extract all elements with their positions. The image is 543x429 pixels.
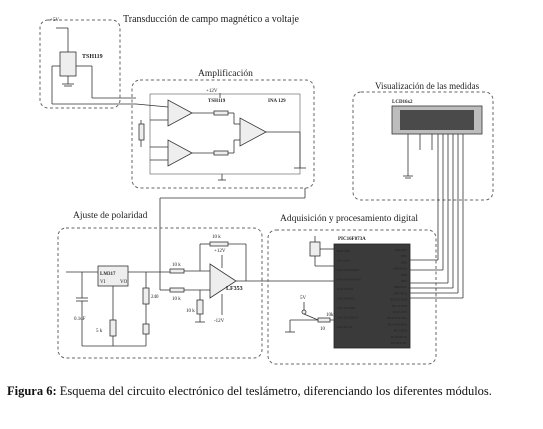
lcd-display: LCD16x2 bbox=[391, 100, 483, 298]
ground-resistor-label: 10 k bbox=[186, 309, 195, 314]
polarity-module-title: Ajuste de polaridad bbox=[73, 211, 148, 221]
hall-sensor-label: TSH119 bbox=[82, 54, 103, 60]
mcu-right-pin-11: RC3/SCK/SCL bbox=[387, 316, 407, 320]
mcu-left-pin-0: RA0/AN0 bbox=[337, 249, 351, 253]
mcu-right-pin-15: RC7/RX/DT bbox=[391, 341, 407, 345]
mcu-left-pin-1: RA1/AN1 bbox=[337, 259, 351, 263]
potentiometer-5k-label: 5 k bbox=[96, 329, 103, 334]
gain-resistor bbox=[138, 123, 145, 141]
resistor-240 bbox=[142, 287, 150, 305]
regulator-label: LM317 bbox=[100, 272, 116, 277]
mcu-right-pin-10: RC2/CCP1 bbox=[393, 310, 408, 314]
mcu-right-pin-1: RB1 bbox=[401, 254, 407, 258]
resistor-input-top bbox=[169, 268, 185, 274]
feedback-resistor-label: 10 k bbox=[212, 235, 221, 240]
lcd-label: LCD16x2 bbox=[392, 100, 413, 105]
display-module-box bbox=[352, 91, 494, 201]
figure-caption: Figura 6: Esquema del circuito electróni… bbox=[7, 384, 537, 399]
regulator-pin-in: VI bbox=[100, 280, 106, 285]
mcu-right-pin-5: RB5 bbox=[401, 279, 407, 283]
mcu-right-pin-6: RB6/PGC bbox=[394, 285, 407, 289]
acquisition-module-title: Adquisición y procesamiento digital bbox=[280, 214, 418, 224]
amplification-module-box bbox=[131, 79, 315, 189]
potentiometer-5k bbox=[109, 319, 117, 337]
lcd-data-bus bbox=[410, 259, 463, 299]
acquisition-module-box bbox=[267, 229, 437, 365]
resistor-input-bottom bbox=[169, 287, 185, 293]
transduction-module-box bbox=[39, 19, 121, 109]
pullup-resistor-label: 10 bbox=[320, 327, 326, 332]
mcu-left-pin-2: RA2/AN2/VREF- bbox=[337, 268, 360, 272]
polarity-opamp bbox=[209, 263, 237, 299]
hall-sensor: +5V TSH119 bbox=[50, 18, 136, 105]
difference-opamp bbox=[239, 117, 267, 147]
microcontroller bbox=[333, 243, 411, 349]
hall-sensor-body bbox=[59, 51, 77, 77]
polarity-module-box bbox=[57, 227, 263, 359]
regulator-pin-out: VO bbox=[120, 280, 128, 285]
mcu-right-pin-3: RB3/PGM bbox=[393, 267, 407, 271]
resistor-input-top-label: 10 k bbox=[172, 263, 181, 268]
switch-supply-label: 5V bbox=[300, 296, 307, 301]
transduction-module-title: Transducción de campo magnético a voltaj… bbox=[123, 14, 300, 25]
mcu-right-pin-2: RB2 bbox=[401, 260, 407, 264]
polarity-adjust-circuit: LM317 VI VO 0.1uF 240 5 k 10 k 10 k LF35… bbox=[66, 235, 334, 347]
mcu-left-pin-8: MCLR/Vpp bbox=[337, 325, 353, 329]
display-module-title: Visualización de las medidas bbox=[375, 81, 480, 91]
reset-switch bbox=[301, 309, 307, 315]
mcu-right-pin-4: RB4 bbox=[401, 273, 407, 277]
mcu-right-pin-8: RC0/T1OSO bbox=[390, 298, 407, 302]
mcu-right-pin-0: RB0/INT bbox=[395, 248, 407, 252]
ina-label: INA 129 bbox=[268, 99, 286, 104]
mcu-right-pin-14: RC6/TX/CK bbox=[391, 335, 408, 339]
ground-resistor bbox=[196, 299, 204, 315]
pullup-pot-label: 10k bbox=[326, 313, 334, 318]
amplification-module-title: Amplificación bbox=[198, 68, 253, 79]
capacitor-label: 0.1uF bbox=[74, 317, 86, 322]
pullup-resistor bbox=[317, 317, 331, 323]
caption-text: Esquema del circuito electrónico del tes… bbox=[59, 384, 492, 398]
microcontroller-label: PIC16F873A bbox=[338, 237, 366, 242]
mcu-left-pin-7: OSC2/CLKOUT bbox=[337, 316, 359, 320]
mcu-left-pin-4: RA4/T0CKI bbox=[337, 287, 353, 291]
lcd-screen bbox=[400, 110, 474, 130]
mcu-right-pin-13: RC5/SDO bbox=[394, 329, 408, 333]
input-opamp-top bbox=[167, 99, 193, 127]
amp-sensor-label: TSH119 bbox=[208, 99, 226, 104]
amp-supply-label: +12V bbox=[206, 89, 218, 94]
mcu-right-pin-9: RC1/T1OSI bbox=[392, 304, 407, 308]
acquisition-circuit: PIC16F873A RA0/AN0RA1/AN1RA2/AN2/VREF-RA… bbox=[285, 236, 411, 349]
mcu-left-pin-6: OSC1/CLKIN bbox=[337, 306, 356, 310]
opamp-supply-negative: -12V bbox=[214, 319, 225, 324]
teslameter-circuit-diagram: Transducción de campo magnético a voltaj… bbox=[39, 14, 494, 365]
hall-sensor-supply-label: +5V bbox=[50, 18, 59, 23]
opamp-supply-positive: +12V bbox=[214, 249, 226, 254]
caption-label: Figura 6: bbox=[7, 384, 57, 398]
mcu-left-pin-5: RA5/AN4/SS bbox=[337, 297, 355, 301]
resistor-240-label: 240 bbox=[151, 295, 159, 300]
mcu-left-pin-3: RA3/AN3/VREF+ bbox=[337, 278, 361, 282]
resistor-input-bottom-label: 10 k bbox=[172, 297, 181, 302]
crystal-oscillator bbox=[309, 241, 321, 257]
instrumentation-amplifier: +12V TSH119 INA 129 bbox=[135, 89, 306, 181]
feedback-resistor bbox=[209, 241, 229, 247]
mcu-right-pin-12: RC4/SDI/SDA bbox=[388, 322, 408, 326]
opamp-label: LF353 bbox=[226, 286, 243, 292]
mcu-right-pin-7: RB7/PGD bbox=[394, 291, 408, 295]
input-opamp-bottom bbox=[167, 139, 193, 167]
